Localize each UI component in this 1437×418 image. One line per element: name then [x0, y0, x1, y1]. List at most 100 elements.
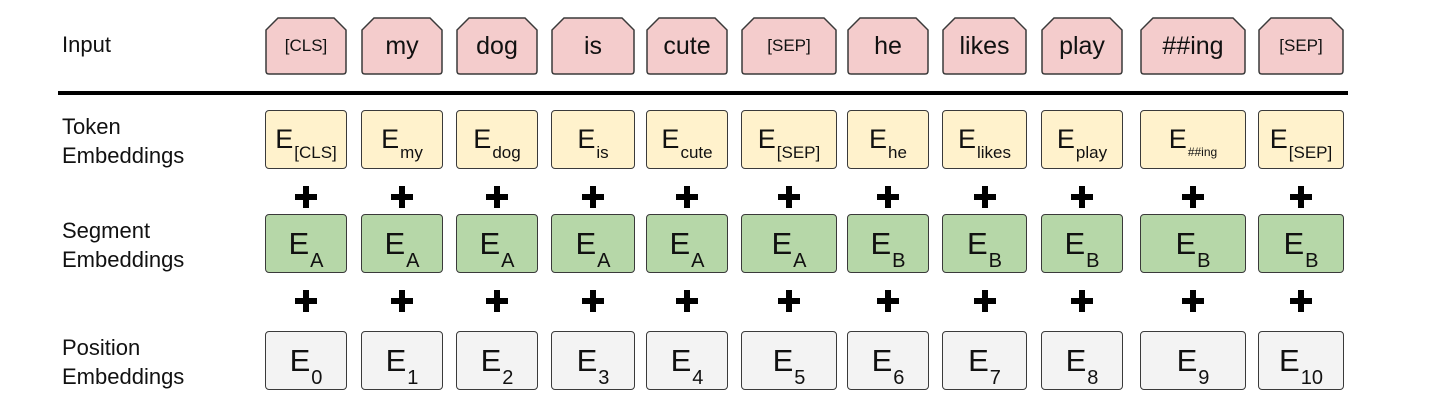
position-embedding-subscript: 0	[311, 366, 323, 389]
token-embedding-base: E	[1056, 124, 1075, 154]
segment-embedding-box: EB	[1140, 214, 1246, 273]
token-embedding-box: Elikes	[942, 110, 1027, 169]
plus-icon	[676, 290, 698, 312]
position-embedding-box: E1	[361, 331, 443, 390]
plus-icon	[1182, 290, 1204, 312]
position-embedding-base: E	[1065, 342, 1087, 378]
token-embedding-label: Eis	[577, 124, 608, 162]
input-token-text: [SEP]	[1279, 36, 1323, 55]
token-embedding-subscript: [SEP]	[1288, 143, 1333, 162]
position-embedding-base: E	[1176, 342, 1198, 378]
input-token-shape	[456, 17, 538, 75]
segment-embedding-box: EA	[741, 214, 837, 273]
segment-embedding-subscript: A	[501, 249, 515, 272]
segment-embedding-base: E	[384, 225, 406, 261]
token-embedding-label: Elikes	[958, 124, 1011, 162]
position-embedding-label: E4	[671, 343, 704, 389]
plus-icon	[1290, 290, 1312, 312]
segment-embedding-base: E	[1175, 225, 1197, 261]
segment-embedding-subscript: A	[793, 249, 807, 272]
position-embedding-box: E8	[1041, 331, 1123, 390]
position-embedding-label: E3	[577, 343, 610, 389]
token-embedding-label: Edog	[473, 124, 520, 162]
token-embedding-subscript: cute	[680, 143, 713, 162]
plus-icon	[1071, 186, 1093, 208]
input-token-shape	[942, 17, 1027, 75]
input-token-box: dog	[456, 17, 538, 75]
position-embedding-label: E0	[289, 342, 323, 389]
token-embedding-subscript: is	[596, 143, 609, 162]
input-token-shape	[847, 17, 929, 75]
segment-embedding-subscript: A	[406, 249, 420, 272]
segment-embedding-box: EA	[265, 214, 347, 273]
segment-embedding-base: E	[288, 225, 310, 261]
segment-embedding-subscript: B	[1197, 249, 1211, 272]
token-embedding-label: Ecute	[661, 124, 712, 162]
plus-icon	[486, 186, 508, 208]
position-embedding-base: E	[289, 342, 311, 378]
plus-icon	[391, 186, 413, 208]
input-token-box: my	[361, 17, 443, 75]
position-embedding-box: E7	[942, 331, 1027, 390]
token-embedding-subscript: play	[1075, 143, 1108, 162]
token-embedding-box: E##ing	[1140, 110, 1246, 169]
position-embedding-base: E	[1279, 342, 1300, 378]
plus-icon	[778, 290, 800, 312]
input-token-box: likes	[942, 17, 1027, 75]
position-embedding-label: E1	[386, 343, 419, 389]
segment-embedding-subscript: B	[988, 249, 1003, 272]
plus-icon	[973, 290, 996, 312]
position-embedding-box: E6	[847, 331, 929, 390]
segment-embedding-box: EB	[847, 214, 929, 273]
row-label-position-embeddings: Position Embeddings	[62, 335, 185, 389]
plus-icon	[877, 186, 899, 208]
position-embedding-base: E	[871, 342, 893, 378]
input-token-text: dog	[476, 31, 518, 60]
plus-icon	[582, 290, 604, 312]
segment-embedding-box: EA	[361, 214, 443, 273]
input-token-box: ##ing	[1140, 17, 1246, 75]
input-token-box: [SEP]	[741, 17, 837, 75]
input-token-shape	[1041, 17, 1123, 75]
segment-embedding-label: EB	[1283, 226, 1318, 272]
token-embedding-base: E	[275, 124, 294, 154]
token-embedding-base: E	[661, 124, 680, 154]
token-embedding-subscript: my	[400, 143, 423, 162]
input-token-box: is	[551, 17, 635, 75]
token-embedding-label: E##ing	[1169, 124, 1217, 159]
segment-embedding-box: EB	[1041, 214, 1123, 273]
position-embedding-subscript: 8	[1087, 366, 1099, 389]
token-embedding-label: E[SEP]	[758, 124, 820, 162]
position-embedding-label: E2	[480, 342, 514, 389]
segment-embedding-subscript: B	[892, 249, 906, 272]
position-embedding-base: E	[480, 342, 502, 378]
segment-embedding-subscript: A	[310, 249, 324, 272]
input-token-text: ##ing	[1162, 31, 1224, 60]
input-token-text: play	[1059, 31, 1105, 60]
plus-icon	[676, 186, 698, 208]
segment-embedding-label: EA	[479, 226, 514, 272]
position-embedding-label: E6	[871, 342, 905, 389]
segment-embedding-label: EA	[384, 225, 419, 272]
input-token-text: is	[583, 31, 603, 60]
input-token-shape	[265, 17, 347, 75]
input-token-shape	[741, 17, 837, 75]
position-embedding-base: E	[772, 342, 794, 378]
position-embedding-subscript: 4	[692, 366, 704, 389]
segment-embedding-box: EA	[646, 214, 728, 273]
token-embedding-label: E[SEP]	[1269, 124, 1332, 162]
token-embedding-base: E	[869, 124, 888, 154]
token-embedding-subscript: [CLS]	[294, 143, 337, 162]
token-embedding-label: E[CLS]	[275, 124, 337, 162]
segment-embedding-base: E	[575, 225, 597, 261]
input-token-text: my	[385, 31, 419, 60]
token-embedding-subscript: he	[888, 143, 907, 162]
position-embedding-box: E10	[1258, 331, 1344, 390]
plus-icon	[1290, 186, 1312, 208]
plus-icon	[877, 290, 899, 312]
position-embedding-box: E3	[551, 331, 635, 390]
token-embedding-base: E	[1269, 124, 1288, 154]
plus-icon	[582, 186, 604, 208]
position-embedding-label: E8	[1065, 342, 1099, 389]
position-embedding-label: E5	[772, 342, 806, 389]
